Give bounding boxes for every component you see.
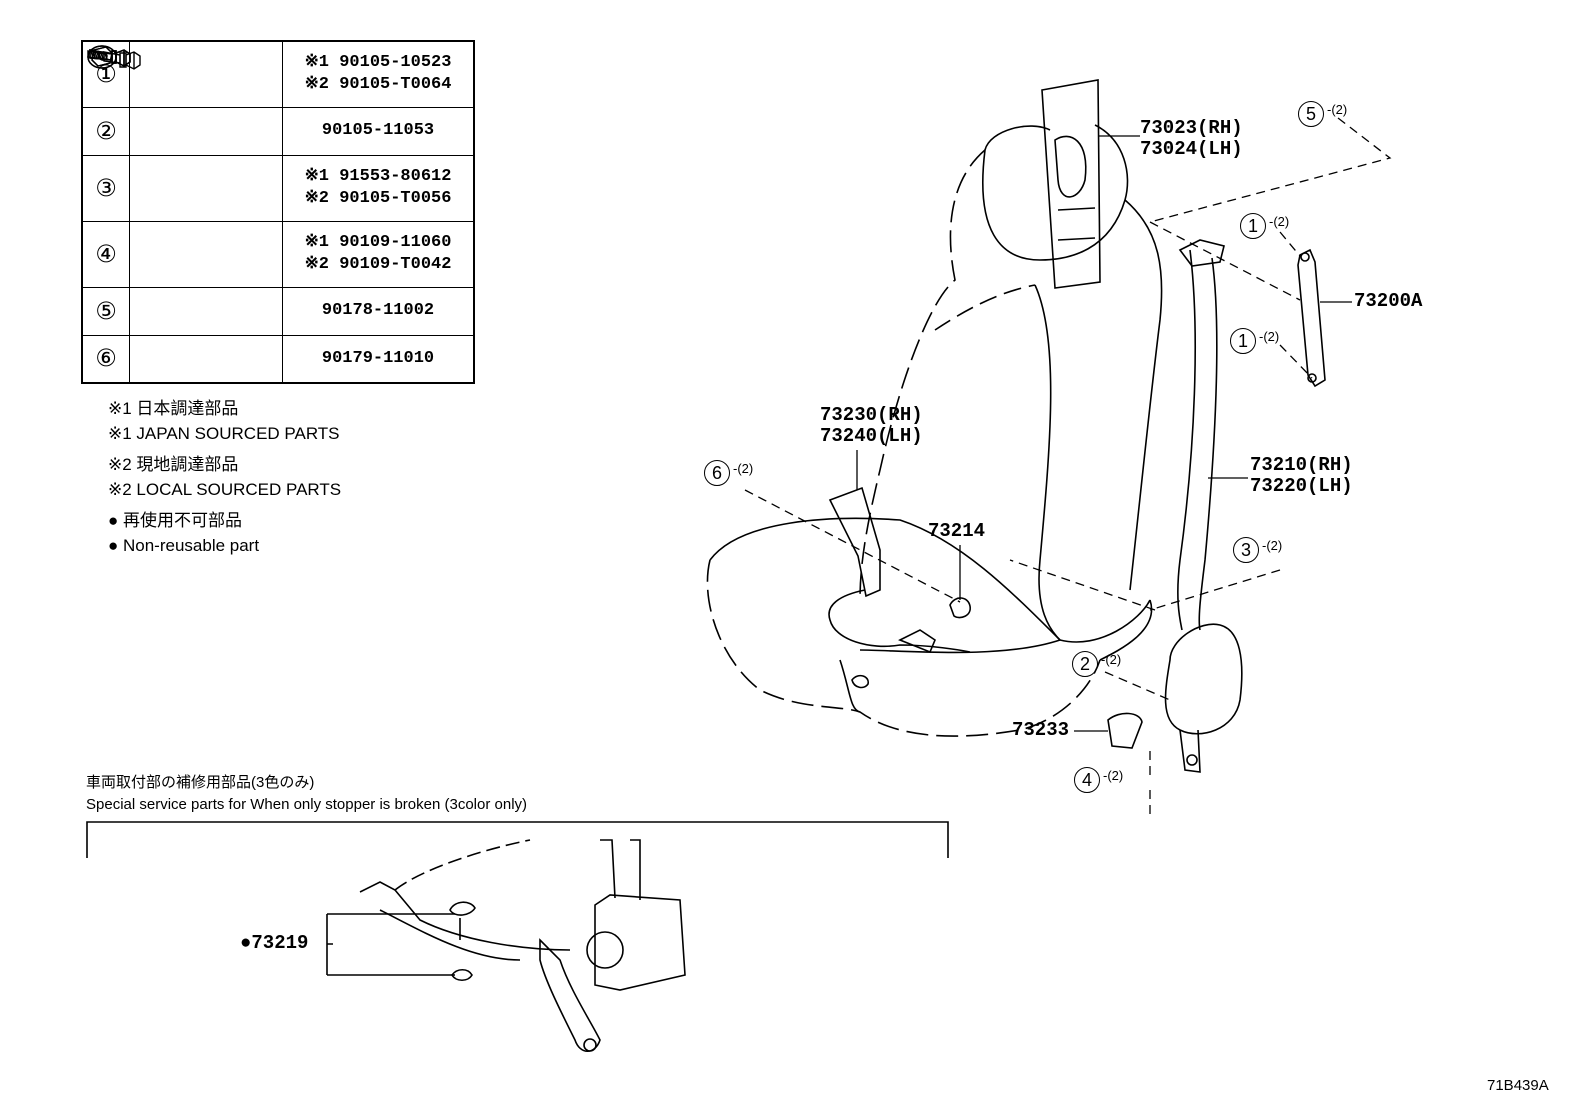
label-73233: 73233 bbox=[1012, 719, 1070, 741]
part-number: 90179-11010 bbox=[321, 348, 435, 368]
fastener-number: ⑤ bbox=[81, 286, 130, 336]
belt-anchor-top bbox=[1178, 239, 1225, 267]
part-number: ※1 91553-80612 bbox=[304, 167, 452, 186]
note-nonreusable-jp: ● 再使用不可部品 bbox=[108, 511, 242, 530]
service-curve bbox=[394, 839, 531, 891]
height-adjuster bbox=[1297, 248, 1326, 388]
flange-nut-icon bbox=[87, 45, 283, 336]
callout-number: 1 bbox=[1230, 328, 1256, 354]
seat-back-right bbox=[1124, 199, 1163, 591]
fastener-part-numbers: ※1 90105-10523※2 90105-T0064 bbox=[282, 40, 475, 108]
fastener-row: ⑤ 90178-11002 bbox=[81, 45, 475, 336]
retractor bbox=[1164, 623, 1243, 735]
pillar-trim-detail bbox=[1054, 135, 1096, 241]
callout-number: 2 bbox=[1072, 651, 1098, 677]
fastener-part-numbers: ※1 90109-11060 ※2 90109-T0042 bbox=[282, 220, 475, 288]
part-number: ※2 90105-T0064 bbox=[304, 75, 452, 95]
service-bracket bbox=[359, 881, 571, 961]
note-local-jp: ※2 現地調達部品 bbox=[108, 455, 239, 474]
callout-number: 5 bbox=[1298, 101, 1324, 127]
pillar-trim bbox=[1041, 79, 1101, 289]
fastener-number: ⑥ bbox=[81, 334, 130, 384]
buckle-cable bbox=[828, 589, 971, 653]
seat-back-outline bbox=[859, 149, 986, 601]
label-73230-73240: 73230(RH) 73240(LH) bbox=[820, 404, 923, 447]
buckle bbox=[828, 486, 881, 598]
callout-number: 3 bbox=[1233, 537, 1259, 563]
fastener-part-numbers: ※1 91553-80612 ※2 90105-T0056 bbox=[282, 154, 475, 222]
label-73200a: 73200A bbox=[1354, 290, 1423, 312]
part-number: 90178-11002 bbox=[321, 301, 435, 320]
callout-5: 5-(2) bbox=[1298, 101, 1347, 127]
service-retractor bbox=[594, 894, 686, 991]
service-arm bbox=[539, 938, 601, 1053]
service-pillar bbox=[600, 839, 641, 900]
seat-back-inner-left bbox=[934, 284, 1036, 331]
stopper-clip bbox=[449, 901, 476, 982]
part-number: 90105-11053 bbox=[321, 121, 435, 140]
diagram-code: 71B439A bbox=[1487, 1077, 1549, 1094]
fastener-row: ⑥ 90179-11010 bbox=[81, 45, 475, 384]
flange-nut-icon bbox=[87, 45, 283, 384]
callout-2: 2-(2) bbox=[1072, 651, 1121, 677]
part-number: ※2 90109-T0042 bbox=[304, 255, 452, 274]
belt-webbing-2 bbox=[1198, 257, 1218, 631]
seat-cushion-front bbox=[706, 559, 1101, 737]
retractor-cover bbox=[1107, 712, 1143, 749]
callout-number: 4 bbox=[1074, 767, 1100, 793]
fastener-part-numbers: 90179-11010 bbox=[282, 334, 475, 384]
callout-4: 4-(2) bbox=[1074, 767, 1123, 793]
belt-webbing bbox=[1177, 249, 1196, 631]
label-73023-73024: 73023(RH) 73024(LH) bbox=[1140, 117, 1243, 160]
seat-cushion-side bbox=[839, 639, 1061, 713]
fastener-part-numbers: 90105-11053 bbox=[282, 106, 475, 156]
callout-1-upper: 1-(2) bbox=[1240, 213, 1289, 239]
callout-3: 3-(2) bbox=[1233, 537, 1282, 563]
shoulder-bolt-icon bbox=[87, 50, 283, 288]
flange-bolt-icon bbox=[89, 49, 283, 222]
note-local-en: ※2 LOCAL SOURCED PARTS bbox=[108, 480, 342, 499]
fastener-row: ② 90105-11053 bbox=[81, 49, 475, 156]
grommet bbox=[949, 597, 971, 619]
callout-number: 6 bbox=[704, 460, 730, 486]
service-box bbox=[86, 821, 949, 858]
service-leader bbox=[326, 913, 455, 976]
note-japan-en: ※1 JAPAN SOURCED PARTS bbox=[108, 424, 340, 443]
part-number: ※1 90105-10523 bbox=[304, 53, 452, 73]
callout-number: 1 bbox=[1240, 213, 1266, 239]
part-number: ※1 90109-11060 bbox=[304, 233, 452, 252]
service-heading: 車両取付部の補修用部品(3色のみ) Special service parts … bbox=[86, 772, 527, 816]
label-73210-73220: 73210(RH) 73220(LH) bbox=[1250, 454, 1353, 497]
retractor-bracket bbox=[1179, 729, 1201, 773]
headrest bbox=[981, 124, 1129, 261]
label-73214: 73214 bbox=[928, 520, 986, 542]
fastener-part-numbers: 90178-11002 bbox=[282, 286, 475, 336]
notes-block: ※1 日本調達部品 ※1 JAPAN SOURCED PARTS ※2 現地調達… bbox=[108, 396, 341, 558]
fastener-row: ①※1 90105-10523※2 90105-T0064 bbox=[81, 40, 475, 108]
label-73219: ●73219 bbox=[240, 932, 309, 954]
seat-back-inner bbox=[1034, 284, 1061, 641]
service-title-jp: 車両取付部の補修用部品(3色のみ) bbox=[86, 774, 315, 791]
seat-cushion-top bbox=[709, 517, 1151, 643]
fastener-number: ② bbox=[81, 106, 130, 156]
buckle-mount bbox=[851, 629, 936, 689]
service-title-en: Special service parts for When only stop… bbox=[86, 796, 528, 813]
callout-6: 6-(2) bbox=[704, 460, 753, 486]
callout-1-lower: 1-(2) bbox=[1230, 328, 1279, 354]
part-number: ※2 90105-T0056 bbox=[304, 189, 452, 208]
fastener-row: ④※1 90109-11060※2 90109-T0042 bbox=[81, 50, 475, 288]
note-nonreusable-en: ● Non-reusable part bbox=[108, 536, 260, 555]
fastener-row: ③※1 91553-80612※2 90105-T0056 bbox=[81, 49, 475, 222]
note-japan-jp: ※1 日本調達部品 bbox=[108, 399, 239, 418]
